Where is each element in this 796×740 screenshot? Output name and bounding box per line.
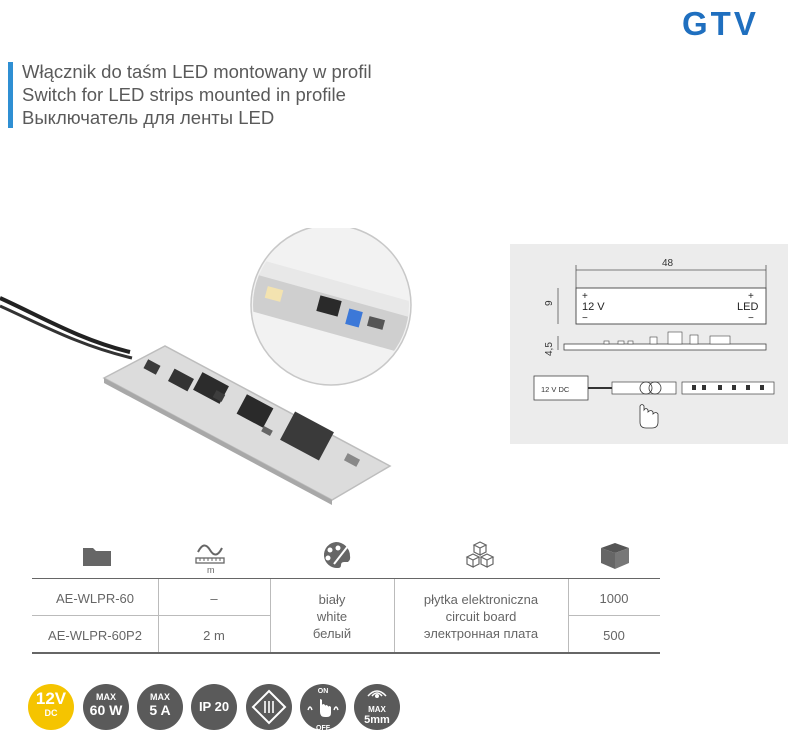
row1-length: –: [210, 591, 218, 606]
current-max: MAX: [150, 692, 170, 702]
led-label: LED: [737, 301, 758, 313]
power-value: 60 W: [89, 702, 123, 718]
length-unit: m: [207, 565, 215, 575]
material-ru: электронная плата: [423, 626, 539, 641]
title-english: Switch for LED strips mounted in profile: [22, 84, 346, 105]
logo-text: GTV: [682, 8, 759, 38]
title-polish: Włącznik do taśm LED montowany w profil: [22, 61, 372, 82]
material-cell: płytka elektroniczna circuit board элект…: [394, 591, 568, 642]
dim-width: 48: [662, 258, 674, 269]
voltage-value: 12V: [35, 689, 67, 708]
cable-length-icon: m: [195, 544, 225, 575]
table-bottom-border: [32, 652, 660, 654]
col-divider: [394, 579, 395, 653]
palette-icon: [323, 542, 351, 569]
gtv-logo: GTV: [682, 8, 759, 38]
minus-left: −: [582, 313, 588, 324]
current-value: 5 A: [149, 702, 171, 718]
table-icon-row: m: [32, 530, 660, 580]
class-iii-icon: [251, 689, 287, 725]
distance-max: MAX: [368, 705, 386, 714]
col-divider: [158, 579, 159, 653]
color-ru: белый: [312, 626, 352, 641]
row2-code: AE-WLPR-60P2: [48, 628, 142, 643]
row1-qty: 1000: [599, 591, 629, 606]
touch-switch-badge: ON OFF: [300, 684, 346, 732]
voltage-badge: 12V DC: [28, 684, 74, 730]
off-label: OFF: [316, 725, 330, 732]
row-divider: [32, 615, 270, 616]
power-max: MAX: [96, 692, 116, 702]
row-divider: [568, 615, 660, 616]
color-cell: biały white белый: [270, 591, 394, 642]
row2-qty: 500: [603, 628, 625, 643]
plus-right: +: [748, 291, 754, 302]
col-divider: [568, 579, 569, 653]
power-badge: MAX 60 W: [83, 684, 129, 730]
table-grid: AE-WLPR-60 – 1000 AE-WLPR-60P2 2 m 500 b…: [32, 578, 660, 654]
ip-rating: IP 20: [198, 699, 230, 714]
folder-icon: [83, 548, 111, 566]
color-en: white: [316, 609, 348, 624]
minus-right: −: [748, 313, 754, 324]
material-pl: płytka elektroniczna: [423, 592, 539, 607]
plus-left: +: [582, 291, 588, 302]
dimension-diagram: 48 9 + 12 V − + LED − 4,5 12 V DC: [510, 244, 788, 444]
material-cubes-icon: [465, 541, 495, 568]
col-divider: [270, 579, 271, 653]
color-pl: biały: [318, 592, 346, 607]
distance-badge: MAX 5mm: [354, 684, 400, 730]
dim-height: 9: [544, 300, 555, 306]
row2-length: 2 m: [203, 628, 225, 643]
class-iii-badge: [246, 684, 292, 730]
title-accent-bar: [8, 62, 13, 128]
on-label: ON: [317, 688, 329, 695]
voltage-sub: DC: [44, 708, 58, 718]
package-box-icon: [601, 543, 629, 569]
title-russian: Выключатель для ленты LED: [22, 107, 275, 128]
dim-depth: 4,5: [544, 342, 555, 356]
row1-code: AE-WLPR-60: [55, 591, 135, 606]
ip-rating-badge: IP 20: [191, 684, 237, 730]
product-photo: [0, 228, 412, 505]
current-badge: MAX 5 A: [137, 684, 183, 730]
distance-value: 5mm: [364, 714, 390, 726]
sensor-wave-icon: [367, 690, 387, 698]
spec-badges: 12V DC MAX 60 W MAX 5 A IP 20 ON OFF: [28, 684, 408, 732]
material-en: circuit board: [445, 609, 517, 624]
voltage-label: 12 V: [582, 301, 605, 313]
supply-label: 12 V DC: [541, 385, 570, 394]
product-titles: Włącznik do taśm LED montowany w profil …: [22, 60, 372, 129]
touch-hand-icon: [307, 699, 339, 717]
hand-icon: [639, 404, 659, 429]
